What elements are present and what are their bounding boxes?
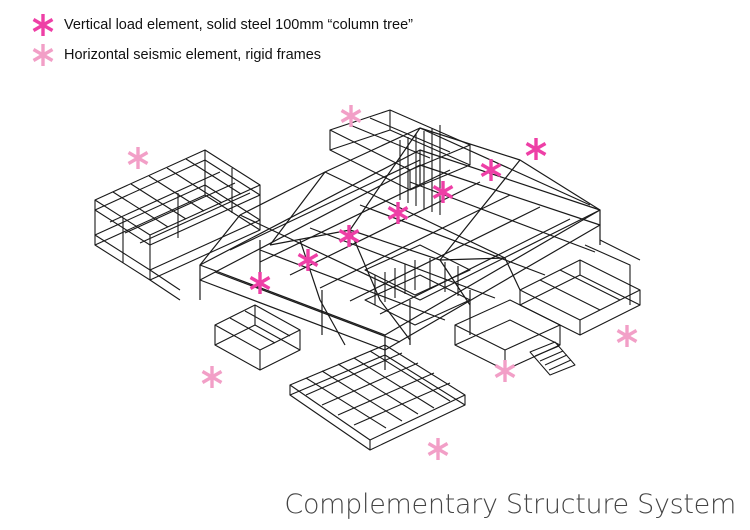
right-wing-frame — [519, 239, 641, 336]
asterisk-icon — [338, 225, 360, 247]
left-wing-frame — [94, 149, 261, 301]
legend-label: Vertical load element, solid steel 100mm… — [64, 17, 413, 33]
asterisk-icon — [201, 366, 223, 388]
asterisk-icon — [249, 272, 271, 294]
steel-frame — [94, 109, 641, 451]
asterisk-icon — [127, 147, 149, 169]
asterisk-icon — [297, 249, 319, 271]
asterisk-icon — [432, 181, 454, 203]
asterisk-icon — [480, 159, 502, 181]
diagram-title: Complementary Structure System — [284, 489, 736, 520]
asterisk-icon — [525, 138, 547, 160]
asterisk-icon — [616, 325, 638, 347]
asterisk-icon — [32, 14, 54, 36]
left-annex-frame — [214, 304, 301, 371]
legend-item-horizontal-seismic: Horizontal seismic element, rigid frames — [30, 40, 413, 70]
asterisk-icon — [427, 438, 449, 460]
asterisk-icon — [387, 202, 409, 224]
front-terrace-frame — [289, 344, 466, 451]
vertical-load-markers — [249, 138, 547, 294]
legend: Vertical load element, solid steel 100mm… — [30, 10, 413, 70]
asterisk-icon — [32, 44, 54, 66]
asterisk-icon — [494, 360, 516, 382]
horizontal-seismic-markers — [127, 105, 638, 460]
courtyard-frame — [364, 244, 471, 326]
stairs — [529, 341, 576, 376]
asterisk-icon — [340, 105, 362, 127]
legend-item-vertical-load: Vertical load element, solid steel 100mm… — [30, 10, 413, 40]
legend-label: Horizontal seismic element, rigid frames — [64, 47, 322, 63]
rear-box-frame — [329, 109, 471, 215]
